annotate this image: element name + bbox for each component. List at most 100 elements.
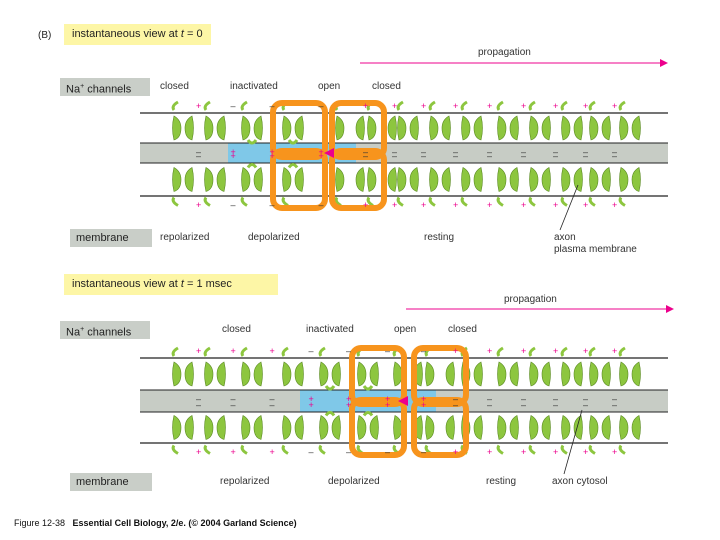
panel1-charge-outer-top-3: – xyxy=(319,101,324,111)
panel1-charge-inner-top-9: – xyxy=(521,147,526,157)
panel2-charge-outer-bottom-7: + xyxy=(453,447,458,457)
panel1-channel-top-0 xyxy=(171,100,194,141)
panel2-charge-inner-bottom-4: + xyxy=(346,400,351,410)
panel2-state-closed-left: closed xyxy=(222,324,251,335)
panel2-charge-outer-bottom-9: + xyxy=(521,447,526,457)
panel2-channel-bottom-0 xyxy=(171,415,194,455)
panel2-charge-inner-top-5: + xyxy=(385,394,390,404)
panel1-channel-bottom-2 xyxy=(240,163,263,207)
panel1-channel-bottom-1 xyxy=(203,167,226,207)
panel2-charge-inner-bottom-10: – xyxy=(553,400,558,410)
panel2-charge-outer-bottom-1: + xyxy=(231,447,236,457)
panel1-charge-outer-top-12: + xyxy=(612,101,617,111)
panel2-charge-outer-bottom-8: + xyxy=(487,447,492,457)
panel1-channel-top-12 xyxy=(588,100,611,141)
panel1-state-closed-left: closed xyxy=(160,81,189,92)
panel1-charge-outer-top-10: + xyxy=(553,101,558,111)
panel1-membrane-depolarized: depolarized xyxy=(248,232,300,243)
panel2-charge-inner-bottom-8: – xyxy=(487,400,492,410)
panel2-channel-top-5 xyxy=(356,346,379,391)
panel1-charge-outer-bottom-2: – xyxy=(270,200,275,210)
panel2-na-channels-label: Na+ channels xyxy=(60,321,150,339)
panel1-channel-bottom-8 xyxy=(460,167,483,207)
panel2-highlight-bottom-0 xyxy=(349,397,407,458)
panel2-channel-bottom-1 xyxy=(203,415,226,455)
panel1-charge-inner-top-4: – xyxy=(363,147,368,157)
panel2-charge-outer-bottom-11: + xyxy=(583,447,588,457)
panel2-state-closed-right: closed xyxy=(448,324,477,335)
panel1-charge-outer-bottom-3: – xyxy=(319,200,324,210)
panel2-charge-inner-top-12: – xyxy=(612,394,617,404)
panel2-channel-top-11 xyxy=(560,346,583,387)
panel1-axon-label: axon xyxy=(554,232,576,243)
panel2-channel-bottom-7 xyxy=(424,415,455,455)
panel2-charge-outer-top-1: + xyxy=(231,346,236,356)
panel2-channel-top-13 xyxy=(618,346,641,387)
panel1-charge-inner-top-1: + xyxy=(231,147,236,157)
panel2-channel-top-9 xyxy=(496,346,519,387)
panel1-charge-inner-top-10: – xyxy=(553,147,558,157)
panel1-channel-top-7 xyxy=(428,100,451,141)
panel1-channel-top-4 xyxy=(334,100,365,141)
panel2-charge-inner-bottom-12: – xyxy=(612,400,617,410)
panel2-channel-bottom-13 xyxy=(618,415,641,455)
panel2-state-inactivated: inactivated xyxy=(306,324,354,335)
panel1-charge-inner-bottom-4: – xyxy=(363,151,368,161)
panel1-highlight-bottom-1 xyxy=(329,148,387,211)
panel1-highlight-top-0 xyxy=(270,100,328,160)
panel2-propagation-arrow xyxy=(406,305,674,313)
panel2-channel-top-0 xyxy=(171,346,194,387)
panel1-charge-outer-bottom-12: + xyxy=(612,200,617,210)
panel2-channel-top-6 xyxy=(392,346,423,387)
panel2-charge-outer-bottom-3: – xyxy=(309,447,314,457)
panel1-channel-bottom-10 xyxy=(528,167,551,207)
panel2-charge-outer-top-9: + xyxy=(521,346,526,356)
caption-text: Essential Cell Biology, 2/e. (© 2004 Gar… xyxy=(72,518,297,528)
panel2-channel-bottom-2 xyxy=(240,415,263,455)
panel2-channel-top-4 xyxy=(318,346,341,391)
panel2-charge-inner-bottom-6: + xyxy=(421,400,426,410)
panel2-charge-outer-top-12: + xyxy=(612,346,617,356)
panel1-charge-inner-bottom-10: – xyxy=(553,151,558,161)
panel2-charge-inner-bottom-0: – xyxy=(196,400,201,410)
panel2-charge-outer-bottom-0: + xyxy=(196,447,201,457)
panel2-charge-outer-top-0: + xyxy=(196,346,201,356)
panel2-channel-top-12 xyxy=(588,346,611,387)
panel1-channel-top-6 xyxy=(396,100,419,141)
panel2-charge-inner-top-3: + xyxy=(309,394,314,404)
panel1-charge-outer-top-4: + xyxy=(363,101,368,111)
panel1-charge-inner-bottom-2: + xyxy=(270,151,275,161)
panel1-charge-inner-top-7: – xyxy=(453,147,458,157)
panel1-charge-outer-top-5: + xyxy=(392,101,397,111)
panel1-channel-bottom-3 xyxy=(281,163,304,207)
panel2-na-arrow-0 xyxy=(398,396,408,406)
panel1-charge-outer-top-6: + xyxy=(421,101,426,111)
panel1-axon-pointer-line xyxy=(559,184,579,231)
panel1-charge-inner-bottom-8: – xyxy=(487,151,492,161)
panel1-channel-bottom-6 xyxy=(396,167,419,207)
panel2-charge-outer-bottom-5: – xyxy=(385,447,390,457)
panel2-charge-outer-top-5: – xyxy=(385,346,390,356)
panel2-channel-bottom-6 xyxy=(392,415,423,455)
panel1-charge-outer-bottom-1: – xyxy=(231,200,236,210)
panel1-na-arrow-0 xyxy=(324,148,334,158)
panel1-state-open: open xyxy=(318,81,341,92)
panel2-charge-inner-bottom-2: – xyxy=(270,400,275,410)
panel2-charge-inner-top-11: – xyxy=(583,394,588,404)
panel1-charge-inner-top-0: – xyxy=(196,147,201,157)
panel1-channel-top-9 xyxy=(496,100,519,141)
panel2-charge-inner-top-1: – xyxy=(231,394,236,404)
panel2-axon-cytosol-label: axon cytosol xyxy=(552,476,608,487)
panel1-membrane-resting: resting xyxy=(424,232,455,243)
panel2-charge-outer-bottom-4: – xyxy=(346,447,351,457)
panel1-charge-outer-bottom-9: + xyxy=(521,200,526,210)
panel2-channel-top-1 xyxy=(203,346,226,387)
panel1-title: instantaneous view at t = 0 xyxy=(64,24,211,45)
panel2-na-sup: + xyxy=(80,326,85,333)
panel2-charge-inner-top-6: + xyxy=(421,394,426,404)
panel2-charge-outer-bottom-6: – xyxy=(421,447,426,457)
panel1-charge-inner-top-5: – xyxy=(392,147,397,157)
panel1-charge-inner-bottom-7: – xyxy=(453,151,458,161)
panel2-propagation-label: propagation xyxy=(504,294,557,305)
panel1-charge-outer-top-11: + xyxy=(583,101,588,111)
